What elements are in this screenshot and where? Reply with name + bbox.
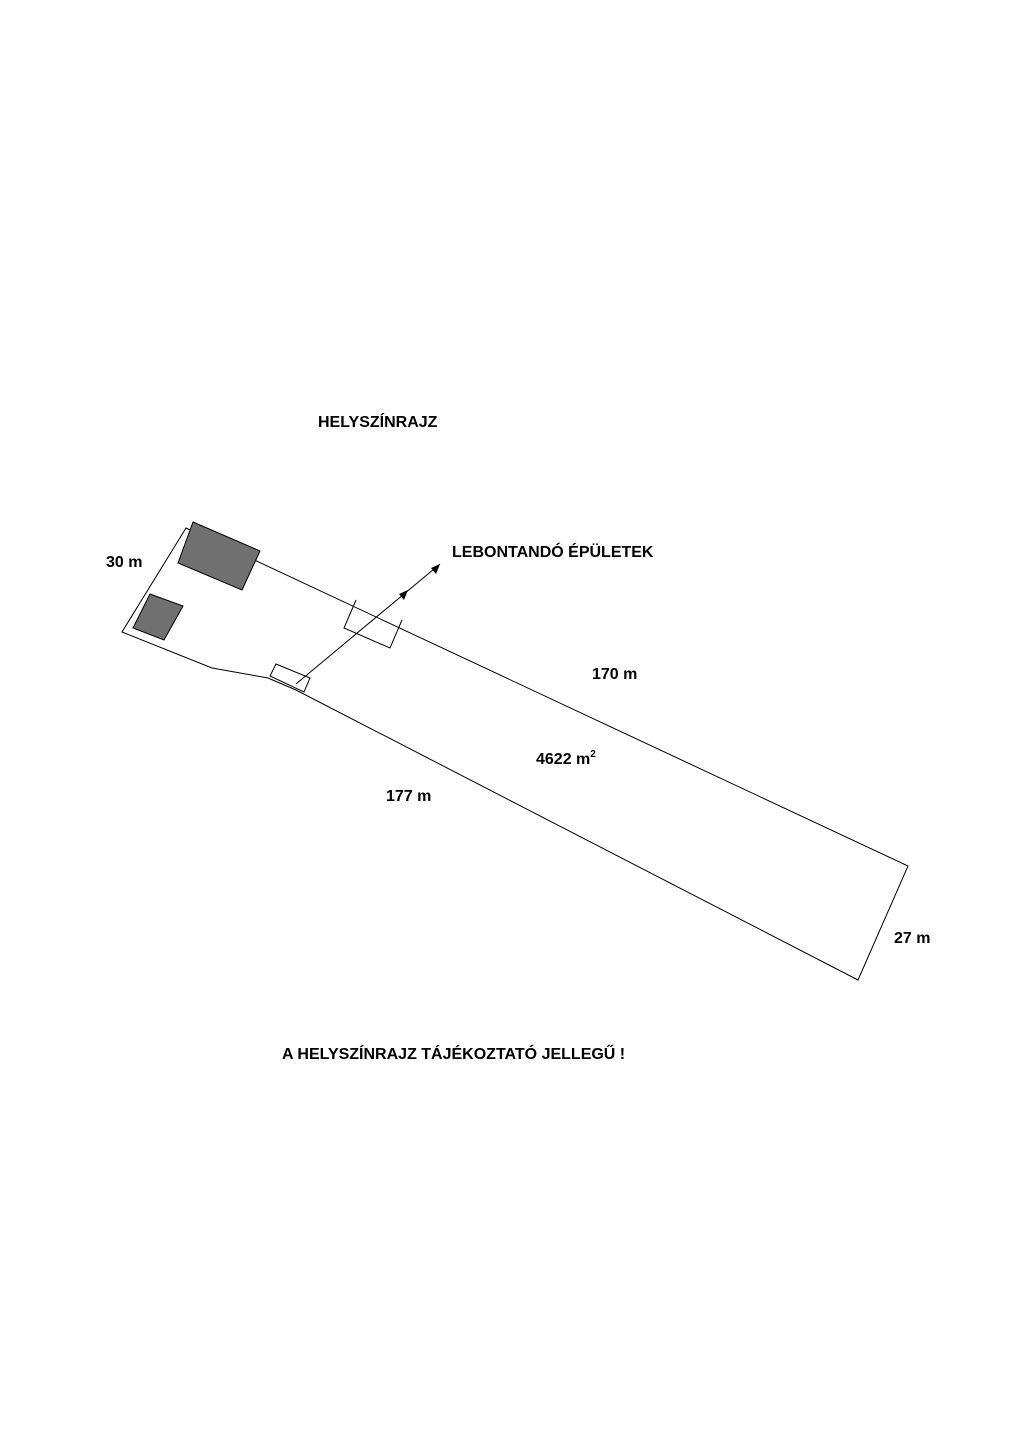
plan-title: HELYSZÍNRAJZ: [318, 414, 438, 431]
demolish-callout-label: LEBONTANDÓ ÉPÜLETEK: [452, 544, 654, 561]
dimension-north: 170 m: [592, 666, 638, 683]
plot-area: 4622 m2: [536, 746, 596, 769]
arrow-head-icon: [431, 564, 440, 574]
dimension-south: 177 m: [386, 788, 432, 805]
plot-area-value: 4622 m: [536, 751, 591, 768]
plot-boundary: [121, 527, 909, 981]
callout-arrow-line: [295, 563, 441, 685]
plot-area-exponent: 2: [590, 749, 596, 760]
existing-building-small: [132, 593, 184, 641]
demolish-building-upper: [343, 599, 403, 649]
disclaimer-note: A HELYSZÍNRAJZ TÁJÉKOZTATÓ JELLEGŰ !: [282, 1046, 626, 1063]
existing-building-large: [177, 521, 261, 591]
dimension-west: 30 m: [106, 554, 143, 571]
dimension-east: 27 m: [894, 930, 931, 947]
demolish-building-lower: [269, 663, 311, 693]
arrow-head-icon: [399, 590, 408, 600]
